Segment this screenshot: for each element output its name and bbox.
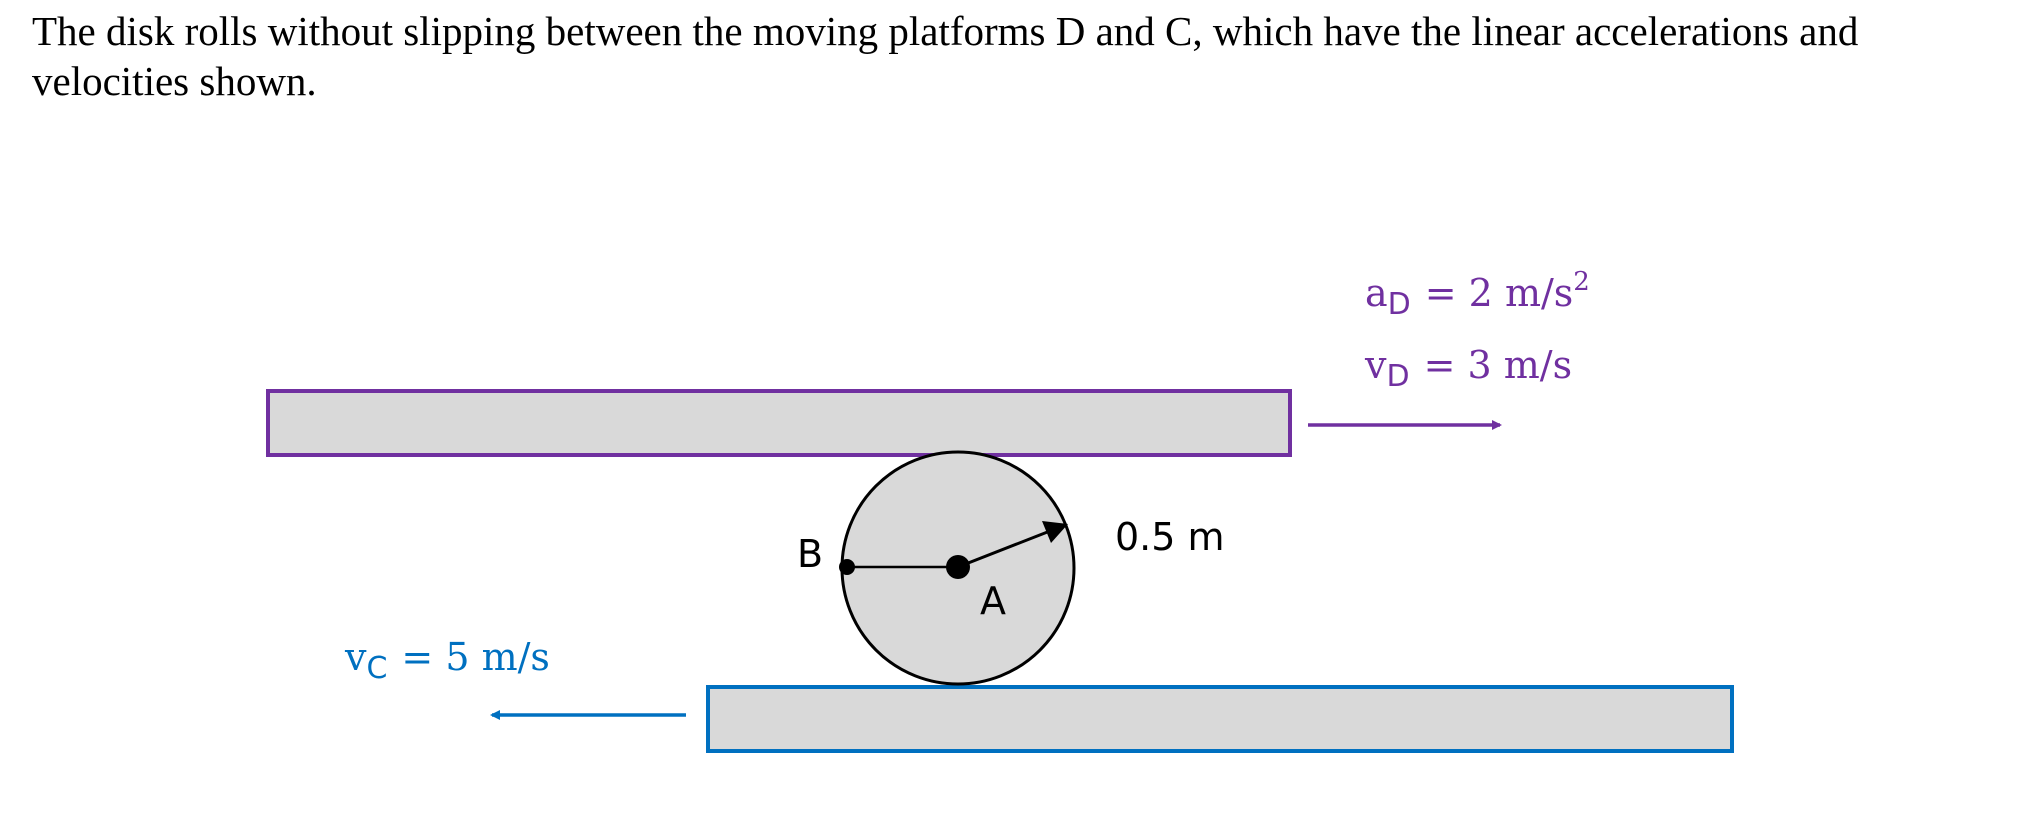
accel-symbol: a (1365, 271, 1388, 315)
platform-c-velocity-label: vC = 5 m/s (344, 635, 550, 686)
label-b: B (797, 532, 823, 576)
vel-d-sub: D (1386, 359, 1409, 394)
label-a: A (980, 579, 1006, 623)
platform-d (266, 389, 1292, 457)
platform-d-accel-label: aD = 2 m/s2 (1365, 267, 1590, 322)
vel-c-symbol: v (344, 635, 367, 679)
problem-statement: The disk rolls without slipping between … (32, 8, 1859, 104)
accel-rhs: = 2 m/s (1425, 271, 1574, 315)
vel-c-rhs: = 5 m/s (401, 635, 550, 679)
platform-d-velocity-label: vD = 3 m/s (1364, 343, 1572, 394)
radius-arrowhead (1042, 521, 1068, 543)
accel-exp: 2 (1573, 267, 1590, 297)
center-point-a (946, 555, 970, 579)
radius-label: 0.5 m (1115, 515, 1225, 559)
platform-c (706, 685, 1734, 753)
vel-c-sub: C (366, 651, 387, 686)
vel-d-symbol: v (1364, 343, 1387, 387)
vel-d-rhs: = 3 m/s (1424, 343, 1573, 387)
radius-arrow (957, 529, 1051, 569)
accel-sub: D (1388, 287, 1411, 322)
point-b (839, 559, 855, 575)
